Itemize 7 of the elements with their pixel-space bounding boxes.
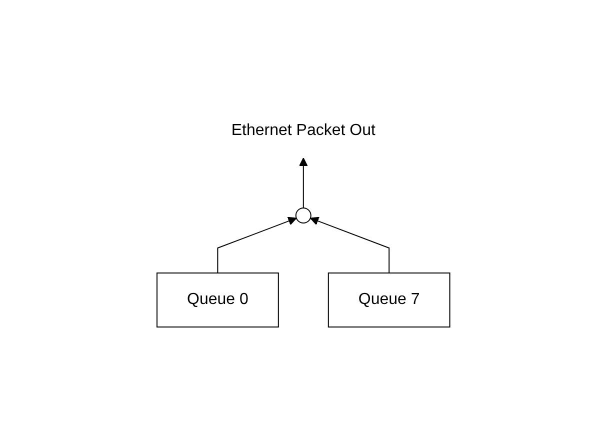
node-box: Queue 7 bbox=[328, 272, 450, 327]
node-box: Queue 0 bbox=[156, 272, 279, 327]
arrow bbox=[217, 216, 297, 273]
arrow bbox=[299, 157, 308, 208]
arrow bbox=[310, 216, 390, 273]
node-circle bbox=[296, 207, 312, 223]
node-text: Ethernet Packet Out bbox=[231, 122, 376, 138]
